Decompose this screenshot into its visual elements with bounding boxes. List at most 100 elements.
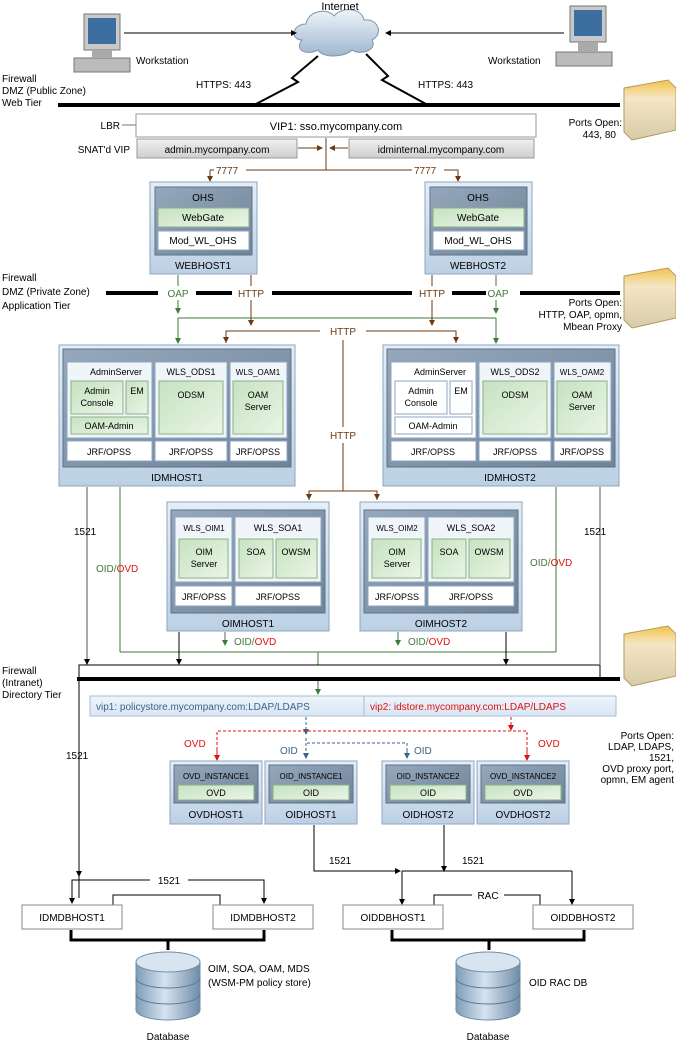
idmhost2-jrf-2: JRF/OPSS (493, 447, 537, 457)
ovd-label-left: OVD (184, 739, 206, 750)
vip1-label: VIP1: sso.mycompany.com (270, 121, 402, 133)
idmdbhost1-label: IDMDBHOST1 (39, 913, 105, 924)
oiddbhost1-box (342, 904, 444, 930)
oimhost2-wls-soa: WLS_SOA2 (447, 523, 496, 533)
idmhost1-em: EM (130, 386, 144, 396)
oid-ovd-left-label: OID/OVD (96, 564, 138, 575)
idmhost2-wls-oam: WLS_OAM2 (560, 368, 605, 377)
admin-vip-box (136, 138, 298, 159)
oidhost1-node (264, 760, 358, 825)
idmhost2-wls-ods: WLS_ODS2 (490, 367, 539, 377)
idmhost1-admin-console-2: Console (80, 398, 113, 408)
db-port-idm-label: 1521 (158, 876, 181, 887)
port-7777-left-label: 7777 (216, 166, 239, 177)
idmhost2-jrf-1: JRF/OPSS (411, 447, 455, 457)
ovdhost1-node (169, 760, 263, 825)
oiddbhost2-box (532, 904, 634, 930)
ovdhost2-name: OVDHOST2 (495, 810, 550, 821)
zone-dir-line3: Directory Tier (2, 690, 62, 701)
db-port-right-upper: 1521 (584, 527, 607, 538)
oidhost2-instance: OID_INSTANCE2 (397, 772, 461, 781)
ovdhost2-component: OVD (513, 788, 533, 798)
idmhost2-oam-admin: OAM-Admin (408, 421, 457, 431)
http-right-label: HTTP (419, 289, 445, 300)
idmhost2-node (382, 344, 620, 487)
idmhost2-oam-server-2: Server (569, 402, 596, 412)
db1-desc-2: (WSM-PM policy store) (208, 978, 311, 989)
oimhost1-name: OIMHOST1 (222, 619, 275, 630)
idmhost1-oam-server-1: OAM (248, 390, 269, 400)
webhost2-mod: Mod_WL_OHS (444, 236, 512, 247)
oimhost1-owsm: OWSM (282, 547, 311, 557)
oidhost2-node (381, 760, 475, 825)
idmhost2-oam-server-1: OAM (572, 390, 593, 400)
oidhost1-name: OIDHOST1 (285, 810, 337, 821)
lbr-label: LBR (101, 121, 120, 132)
oap-right-label: OAP (487, 289, 508, 300)
ports-open-dir-2: LDAP, LDAPS, (608, 742, 674, 753)
oid-label-right: OID (414, 746, 432, 757)
https-left-link (255, 55, 319, 105)
idmdbhost2-label: IDMDBHOST2 (230, 913, 296, 924)
webhost2-webgate: WebGate (457, 213, 499, 224)
firewall-app-line (520, 291, 620, 295)
firewall-dir-line (77, 677, 620, 681)
firewall-web-line (58, 103, 620, 107)
oimhost2-name: OIMHOST2 (415, 619, 468, 630)
oimhost1-node (166, 501, 330, 632)
zone-app-line2: DMZ (Private Zone) (2, 287, 90, 298)
http-lower-label: HTTP (330, 431, 356, 442)
oimhost1-jrf-1: JRF/OPSS (182, 592, 226, 602)
webhost1-webgate: WebGate (182, 213, 224, 224)
oimhost1-wls-soa: WLS_SOA1 (254, 523, 303, 533)
oid-ovd-oim1-label: OID/OVD (234, 637, 276, 648)
oimhost2-oim-server-2: Server (384, 559, 411, 569)
internet-label: Internet (321, 1, 358, 13)
db-port-left-upper: 1521 (74, 527, 97, 538)
oimhost2-jrf-1: JRF/OPSS (375, 592, 419, 602)
webhost1-name: WEBHOST1 (175, 261, 232, 272)
oimhost1-soa: SOA (246, 547, 265, 557)
idmhost1-jrf-1: JRF/OPSS (87, 447, 131, 457)
oid-label-left: OID (280, 746, 298, 757)
idmhost1-jrf-2: JRF/OPSS (169, 447, 213, 457)
vip1-box (135, 113, 537, 138)
idmhost1-oam-server-2: Server (245, 402, 272, 412)
oimhost2-wls-oim: WLS_OIM2 (376, 524, 418, 533)
idmdbhost2-box (212, 904, 314, 930)
port-7777-right-label: 7777 (414, 166, 437, 177)
database-icon (455, 951, 521, 1021)
workstation-right-label: Workstation (488, 56, 541, 67)
webhost1-node (149, 181, 258, 275)
idmhost2-adminserver: AdminServer (414, 367, 466, 377)
oidhost2-name: OIDHOST2 (402, 810, 454, 821)
oidhost1-instance: OID_INSTANCE1 (280, 772, 344, 781)
db2-label: Database (467, 1032, 510, 1043)
idmhost2-odsm: ODSM (502, 390, 529, 400)
oimhost1-jrf-2: JRF/OPSS (256, 592, 300, 602)
ports-open-dir-5: opmn, EM agent (601, 775, 675, 786)
oap-left-label: OAP (167, 289, 188, 300)
ovdhost1-name: OVDHOST1 (188, 810, 243, 821)
http-left-label: HTTP (238, 289, 264, 300)
oiddbhost1-label: OIDDBHOST1 (360, 913, 425, 924)
oid-ovd-oim2-label: OID/OVD (408, 637, 450, 648)
idmhost1-jrf-3: JRF/OPSS (236, 447, 280, 457)
https-left-label: HTTPS: 443 (196, 80, 251, 91)
idmhost1-oam-admin: OAM-Admin (84, 421, 133, 431)
idmhost2-admin-console-2: Console (404, 398, 437, 408)
oidhost1-component: OID (303, 788, 320, 798)
idmhost2-name: IDMHOST2 (484, 473, 536, 484)
ports-open-app-2: HTTP, OAP, opmn, (538, 310, 622, 321)
ldap-vip2-box (363, 695, 617, 717)
webhost1-ohs: OHS (192, 193, 214, 204)
zone-dir-line2: (Intranet) (2, 678, 43, 689)
ovdhost1-component: OVD (206, 788, 226, 798)
firewall-icon (623, 267, 676, 329)
oiddbhost2-label: OIDDBHOST2 (550, 913, 615, 924)
workstation-left-label: Workstation (136, 56, 189, 67)
ovdhost2-node (476, 760, 570, 825)
https-right-link (365, 53, 427, 105)
zone-app-line3: Application Tier (2, 301, 71, 312)
